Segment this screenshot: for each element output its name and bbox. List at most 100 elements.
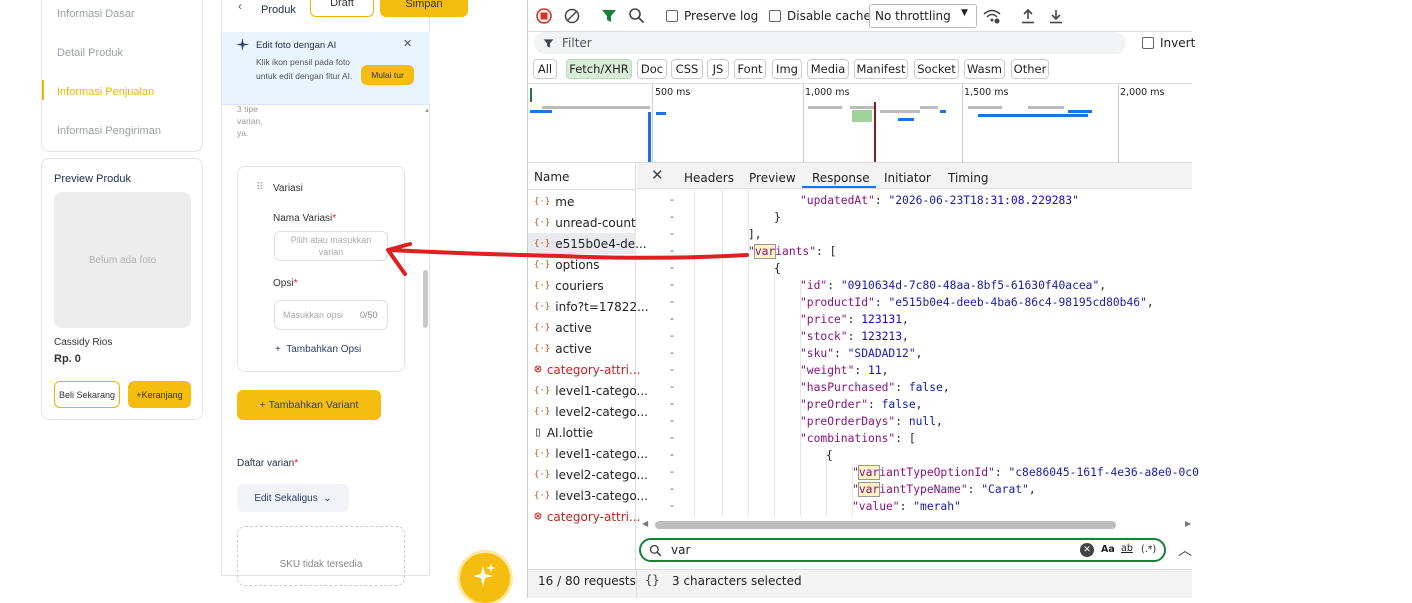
add-to-cart-button[interactable]: +Keranjang [128, 381, 191, 408]
status-divider [636, 569, 637, 598]
tab-preview[interactable]: Preview [749, 171, 796, 185]
nav-informasi-penjualan[interactable]: Informasi Penjualan [57, 86, 155, 98]
sparkle-icon [473, 563, 496, 587]
buy-now-button[interactable]: Beli Sekarang [54, 381, 120, 408]
close-icon[interactable]: ✕ [651, 166, 664, 184]
timeline-bar [530, 110, 552, 113]
response-line: "stock": 123213, [800, 330, 909, 343]
request-name: active [555, 341, 592, 356]
filter-chip-doc[interactable]: Doc [637, 59, 667, 79]
line-gutter: - [670, 244, 674, 257]
add-option-button[interactable]: + Tambahkan Opsi [275, 344, 362, 355]
filter-chip-js[interactable]: JS [707, 59, 729, 79]
response-body[interactable]: -"updatedAt": "2026-06-23T18:31:08.22928… [638, 190, 1199, 516]
nav-detail-produk[interactable]: Detail Produk [57, 47, 124, 59]
tab-timing[interactable]: Timing [948, 171, 989, 185]
line-gutter: - [670, 482, 674, 495]
filter-chip-fetch-xhr[interactable]: Fetch/XHR [566, 59, 632, 79]
request-row[interactable]: {·}me [528, 191, 636, 212]
ai-assistant-button[interactable] [460, 553, 510, 603]
throttling-select[interactable]: No throttling ▼ [869, 4, 977, 28]
draft-button[interactable]: Draft [310, 0, 374, 17]
request-row[interactable]: ⊗category-attri... [528, 359, 640, 380]
invert-checkbox[interactable] [1142, 37, 1154, 49]
ai-edit-banner: Edit foto dengan AI ✕ Klik ikon pensil p… [222, 32, 430, 105]
pretty-print-icon[interactable]: {} [645, 573, 660, 587]
tab-response[interactable]: Response [812, 171, 870, 185]
filter-chip-wasm[interactable]: Wasm [964, 59, 1005, 79]
request-row[interactable]: {·}level1-catego... [528, 443, 648, 464]
response-line: "value": "merah" [852, 500, 961, 513]
devtools-network-panel: Preserve log Disable cache No throttling… [527, 0, 1199, 598]
filter-chip-other[interactable]: Other [1011, 59, 1049, 79]
nav-informasi-dasar[interactable]: Informasi Dasar [57, 8, 135, 20]
response-search-input[interactable]: var ✕ Aa ab (.*) [639, 538, 1166, 562]
add-variant-button[interactable]: + Tambahkan Variant [237, 390, 381, 420]
upload-icon[interactable] [1021, 8, 1035, 24]
line-gutter: - [670, 380, 674, 393]
clear-search-icon[interactable]: ✕ [1080, 543, 1094, 557]
opsi-input[interactable]: Masukkan opsi 0/50 [274, 300, 388, 330]
edit-sekaligus-dropdown[interactable]: Edit Sekaligus ⌄ [237, 484, 349, 512]
filter-chip-img[interactable]: Img [772, 59, 802, 79]
drag-handle-icon[interactable]: ⠿ [256, 182, 263, 193]
request-row[interactable]: ▯AI.lottie [528, 422, 636, 443]
close-icon[interactable]: ✕ [403, 38, 413, 50]
filter-chip-media[interactable]: Media [807, 59, 849, 79]
clear-icon[interactable] [564, 8, 580, 24]
tab-initiator[interactable]: Initiator [884, 171, 931, 185]
request-row[interactable]: {·}couriers [528, 275, 636, 296]
panel-scrollbar[interactable] [423, 270, 428, 328]
start-tour-button[interactable]: Mulai tur [361, 65, 414, 85]
chevron-up-icon[interactable]: ︿ [1178, 543, 1192, 559]
horizontal-scrollbar-thumb[interactable] [655, 521, 1116, 529]
request-row[interactable]: {·}info?t=17822... [528, 296, 649, 317]
back-icon[interactable]: ‹ [238, 0, 242, 13]
network-conditions-icon[interactable] [983, 8, 1001, 24]
tab-headers[interactable]: Headers [684, 171, 734, 185]
filter-chip-manifest[interactable]: Manifest [854, 59, 908, 79]
filter-chip-all[interactable]: All [533, 59, 557, 79]
nama-variasi-input[interactable]: Pilih atau masukkan varian [274, 231, 388, 261]
whole-word-button[interactable]: ab [1121, 543, 1133, 554]
response-line: "weight": 11, [800, 364, 889, 377]
regex-button[interactable]: (.*) [1141, 544, 1157, 555]
tab-produk[interactable]: Produk [261, 4, 296, 16]
ai-banner-title: Edit foto dengan AI [256, 40, 337, 51]
scroll-left-icon[interactable]: ◀ [642, 519, 649, 528]
filter-chip-font[interactable]: Font [734, 59, 766, 79]
fetch-icon: {·} [534, 385, 551, 396]
request-row[interactable]: {·}options [528, 254, 636, 275]
filter-chip-socket[interactable]: Socket [914, 59, 959, 79]
network-timeline[interactable]: 500 ms 1,000 ms 1,500 ms 2,000 ms [528, 83, 1192, 163]
nav-informasi-pengiriman[interactable]: Informasi Pengiriman [57, 125, 161, 137]
filter-chip-css[interactable]: CSS [671, 59, 703, 79]
scroll-right-icon[interactable]: ▶ [1185, 519, 1192, 528]
match-case-button[interactable]: Aa [1101, 544, 1115, 555]
request-row[interactable]: {·}level2-catego... [528, 464, 648, 485]
scroll-up-icon[interactable]: ▲ [424, 108, 430, 114]
request-row[interactable]: {·}active [528, 317, 636, 338]
response-line: "hasPurchased": false, [800, 381, 950, 394]
name-column-header[interactable]: Name [534, 170, 570, 184]
request-row[interactable]: ⊗category-attri... [528, 506, 640, 527]
filter-input[interactable]: Filter [534, 32, 1126, 54]
record-stop-icon[interactable] [536, 8, 552, 24]
search-icon[interactable] [628, 7, 645, 24]
download-icon[interactable] [1049, 8, 1063, 24]
search-icon [649, 544, 662, 557]
request-row[interactable]: {·}e515b0e4-de... [528, 233, 647, 254]
request-row[interactable]: {·}level3-catego... [528, 485, 648, 506]
request-row[interactable]: {·}level2-catego... [528, 401, 648, 422]
request-row[interactable]: {·}active [528, 338, 636, 359]
request-row[interactable]: {·}level1-catego... [528, 380, 648, 401]
request-row[interactable]: {·}unread-count [528, 212, 636, 233]
timeline-gridline [1118, 84, 1119, 163]
ai-banner-desc: Klik ikon pensil pada foto untuk edit de… [256, 57, 353, 81]
line-gutter: - [670, 261, 674, 274]
save-button[interactable]: Simpan [380, 0, 468, 17]
preserve-log-checkbox[interactable] [666, 10, 678, 22]
disable-cache-checkbox[interactable] [769, 10, 781, 22]
response-line: } [774, 211, 781, 224]
filter-icon[interactable] [601, 8, 617, 24]
